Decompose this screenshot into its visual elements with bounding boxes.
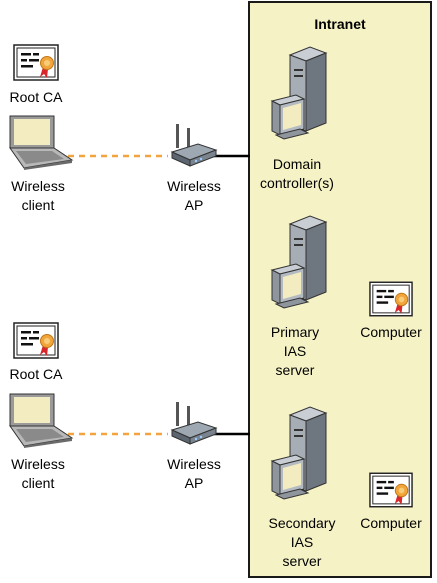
laptop-icon [2, 114, 74, 175]
intranet-title: Intranet [314, 16, 366, 32]
certificate-icon [13, 322, 59, 364]
certificate-icon [369, 281, 413, 322]
wireless-ap-icon [170, 400, 218, 451]
certificate-icon [369, 472, 413, 513]
root-ca-label: Root CA [9, 366, 63, 382]
server-icon [270, 45, 328, 146]
wireless-ap-icon [170, 122, 218, 173]
certificate-icon [13, 44, 59, 86]
server-icon [270, 405, 328, 506]
computer-cert-label: Computer [360, 324, 422, 340]
server-icon [270, 214, 328, 315]
root-ca-label: Root CA [9, 89, 63, 105]
laptop-icon [2, 392, 74, 453]
computer-cert-label: Computer [360, 515, 422, 531]
